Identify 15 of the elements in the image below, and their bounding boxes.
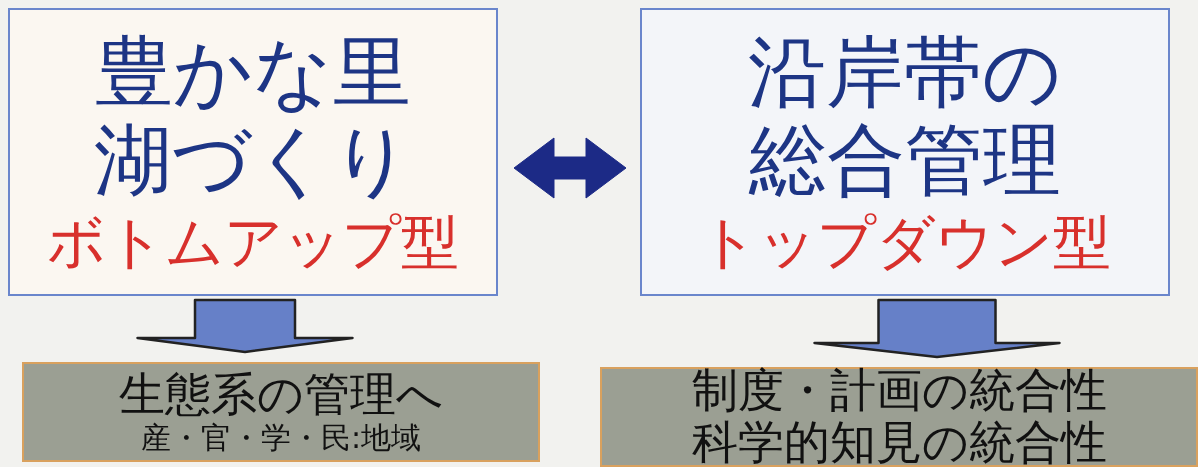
heading-text: 制度・計画の統合性 — [691, 365, 1107, 417]
title-text: 沿岸帯の総合管理 — [747, 29, 1063, 204]
result-box — [600, 367, 1198, 467]
block-arrow — [813, 298, 1061, 359]
concept-box — [8, 8, 498, 296]
title-text: 豊かな里湖づくり — [93, 29, 413, 204]
sub-text: 産・官・学・民:地域 — [140, 420, 422, 455]
type-label: トップダウン型 — [699, 209, 1111, 275]
heading-text: 科学的知見の統合性 — [691, 417, 1107, 467]
double-arrow — [513, 137, 627, 199]
heading-text: 生態系の管理へ — [119, 369, 443, 421]
result-box — [22, 362, 540, 462]
type-label: ボトムアップ型 — [47, 209, 459, 275]
concept-box — [640, 8, 1170, 296]
block-arrow — [136, 298, 354, 354]
